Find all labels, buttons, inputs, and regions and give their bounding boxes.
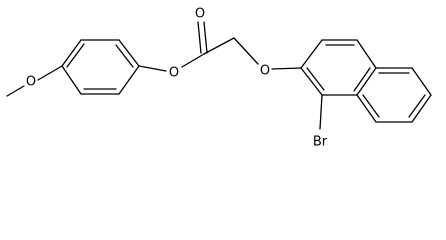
bond-naph-c1-c2 bbox=[300, 67, 323, 96]
bonds bbox=[6, 21, 432, 130]
bond-naph-c4a-c8a bbox=[356, 67, 377, 96]
bond-o-ether-naph bbox=[271, 67, 302, 70]
atom-o-ether: O bbox=[260, 64, 270, 79]
bond-ring1-c bbox=[118, 39, 140, 67]
bond-naph-c2-c3 bbox=[300, 39, 323, 69]
bond-carbonyl-double-1 bbox=[197, 21, 202, 54]
bond-naph-c4a-c8a-inner bbox=[353, 67, 371, 92]
bond-carbonyl-double-2 bbox=[203, 21, 208, 54]
bond-ring1-d bbox=[118, 65, 140, 95]
bond-naph-c5-c6 bbox=[411, 67, 432, 96]
chemical-structure: O O O O Br bbox=[6, 7, 432, 150]
bond-o-carbonyl-c bbox=[181, 53, 205, 68]
bond-naph-c1-c2-inner bbox=[306, 67, 325, 91]
bond-ring1-f bbox=[61, 65, 82, 95]
bond-o-ring bbox=[37, 65, 63, 81]
bond-ring1-c-inner bbox=[115, 44, 134, 68]
bond-naph-c8-c8a-inner bbox=[362, 94, 380, 118]
bond-carbonyl-ch2 bbox=[203, 37, 235, 55]
bond-ring-o-ester bbox=[138, 65, 167, 72]
bond-naph-c6-c7 bbox=[411, 94, 432, 123]
atom-o-ester: O bbox=[169, 66, 179, 81]
atom-o-carbonyl: O bbox=[195, 7, 205, 22]
bond-naph-c8-c8a bbox=[356, 94, 377, 123]
atom-br: Br bbox=[313, 135, 328, 150]
atom-o-methoxy: O bbox=[26, 75, 36, 90]
bond-c1-br bbox=[319, 94, 323, 130]
bond-ring1-a bbox=[61, 39, 82, 67]
bond-naph-c6-c7-inner bbox=[408, 94, 426, 118]
bond-ch2-o-ether bbox=[233, 37, 259, 65]
bond-methyl-o bbox=[6, 85, 25, 97]
bond-naph-c4-c4a bbox=[356, 39, 377, 69]
atom-labels: O O O O Br bbox=[26, 7, 328, 150]
bond-ring1-a-inner bbox=[66, 43, 85, 68]
